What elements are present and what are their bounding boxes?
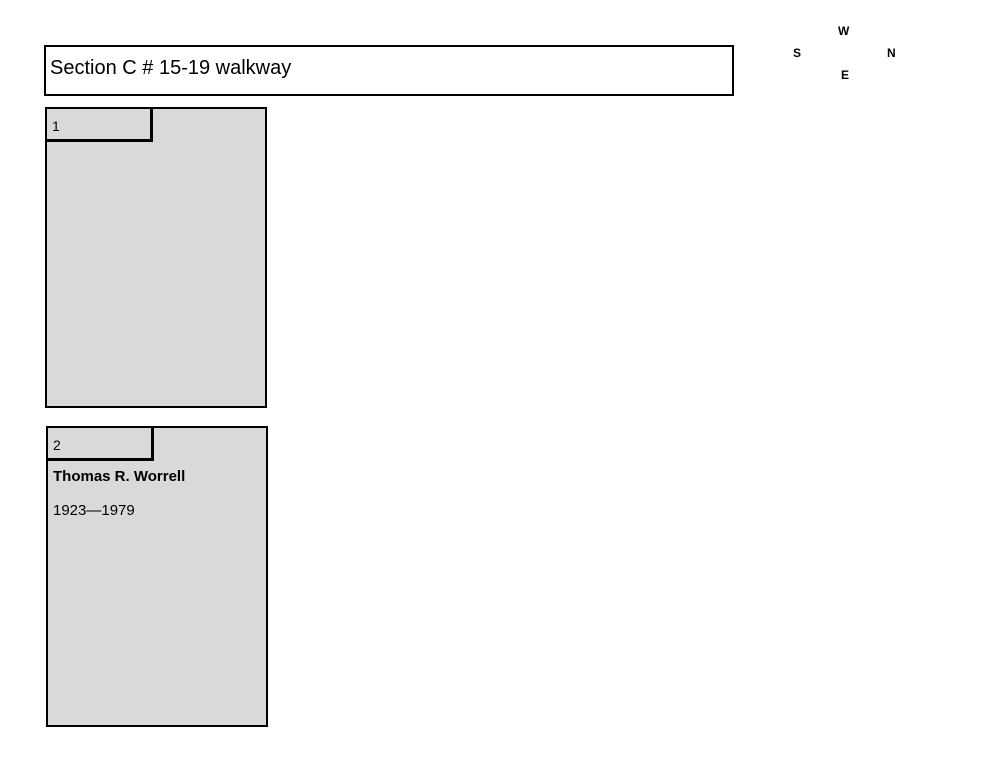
- compass-west: W: [838, 24, 850, 38]
- plot-number: 2: [53, 437, 61, 453]
- compass-east: E: [841, 68, 850, 82]
- plot-number-box: 1: [47, 109, 153, 142]
- plot-number: 1: [52, 118, 60, 134]
- plot-number-box: 2: [48, 428, 154, 461]
- compass-south: S: [793, 46, 802, 60]
- plot-name: Thomas R. Worrell: [53, 468, 186, 485]
- compass-north: N: [887, 46, 896, 60]
- section-title: Section C # 15-19 walkway: [50, 57, 292, 79]
- plot-1: 1: [45, 107, 267, 408]
- section-title-box: Section C # 15-19 walkway: [44, 45, 734, 96]
- plot-dates: 1923—1979: [53, 502, 135, 519]
- plot-2: 2 Thomas R. Worrell 1923—1979: [46, 426, 268, 727]
